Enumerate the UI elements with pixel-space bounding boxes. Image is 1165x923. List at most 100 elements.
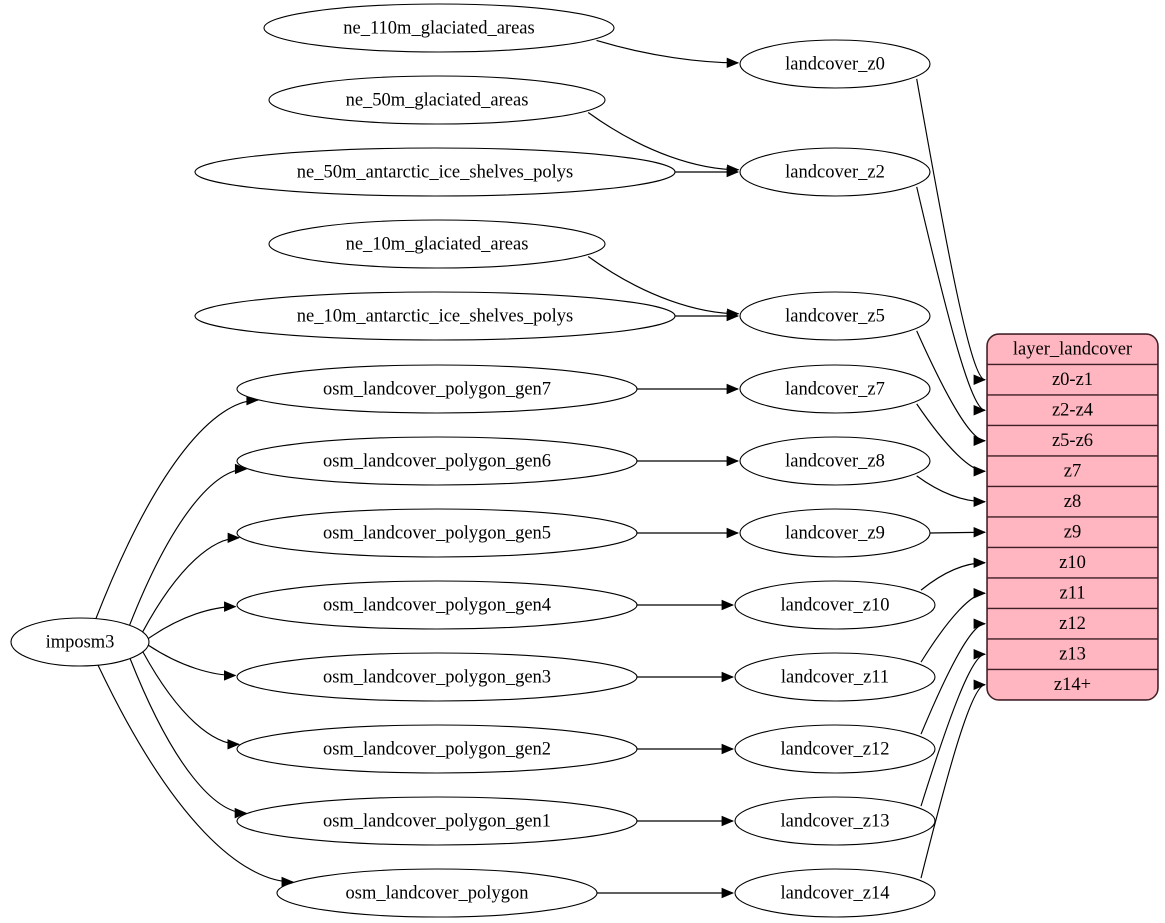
node-ellipse xyxy=(739,147,931,197)
node-label: landcover_z10 xyxy=(781,595,890,615)
arrow-head-icon xyxy=(224,601,237,612)
layer-landcover-table: layer_landcoverz0-z1z2-z4z5-z6z7z8z9z10z… xyxy=(986,333,1159,701)
arrow-head-icon xyxy=(721,671,735,683)
node-ellipse xyxy=(734,724,936,774)
node-label: landcover_z8 xyxy=(785,451,885,471)
edge-imposm3-to-osm_landcover_polygon_gen7 xyxy=(95,394,259,619)
edge-ne_110m_glaciated_areas-to-landcover_z0 xyxy=(596,39,740,69)
arrow-head-icon xyxy=(726,383,740,395)
arrow-head-icon xyxy=(721,599,735,611)
edge-line xyxy=(129,658,247,814)
table-row-z12[interactable] xyxy=(987,607,1158,640)
node-osm_landcover_polygon_gen1[interactable]: osm_landcover_polygon_gen1 xyxy=(236,796,638,846)
table-row-label: z14+ xyxy=(1054,675,1091,695)
node-landcover_z7[interactable]: landcover_z7 xyxy=(739,364,931,414)
node-ellipse xyxy=(236,652,638,702)
node-ellipse xyxy=(739,364,931,414)
node-ne_50m_glaciated_areas[interactable]: ne_50m_glaciated_areas xyxy=(268,75,606,125)
edge-osm_landcover_polygon_gen1-to-landcover_z13 xyxy=(637,815,735,827)
node-imposm3[interactable]: imposm3 xyxy=(10,617,150,667)
edge-line xyxy=(596,39,739,64)
node-ne_110m_glaciated_areas[interactable]: ne_110m_glaciated_areas xyxy=(263,3,615,53)
arrow-head-icon xyxy=(973,405,987,416)
edges-layer xyxy=(95,39,987,899)
node-landcover_z13[interactable]: landcover_z13 xyxy=(734,796,936,846)
node-osm_landcover_polygon_gen6[interactable]: osm_landcover_polygon_gen6 xyxy=(236,436,638,486)
table-row-z10[interactable] xyxy=(987,546,1158,579)
node-landcover_z2[interactable]: landcover_z2 xyxy=(739,147,931,197)
arrow-head-icon xyxy=(973,679,987,690)
node-label: landcover_z7 xyxy=(785,379,885,399)
table-row-label: z13 xyxy=(1059,645,1086,665)
arrow-head-icon xyxy=(973,649,987,660)
table-row-z14+[interactable] xyxy=(987,668,1158,701)
node-ellipse xyxy=(734,652,936,702)
node-landcover_z8[interactable]: landcover_z8 xyxy=(739,436,931,486)
node-landcover_z12[interactable]: landcover_z12 xyxy=(734,724,936,774)
node-osm_landcover_polygon_gen5[interactable]: osm_landcover_polygon_gen5 xyxy=(236,508,638,558)
node-ellipse xyxy=(276,868,598,918)
node-label: landcover_z11 xyxy=(781,667,889,687)
node-label: landcover_z5 xyxy=(785,306,885,326)
table-row-z5-z6[interactable] xyxy=(987,424,1158,457)
node-landcover_z11[interactable]: landcover_z11 xyxy=(734,652,936,702)
table-row-z9[interactable] xyxy=(987,516,1158,549)
node-osm_landcover_polygon_gen7[interactable]: osm_landcover_polygon_gen7 xyxy=(236,364,638,414)
table-row-label: z10 xyxy=(1059,553,1086,573)
node-ellipse xyxy=(268,219,606,269)
arrow-head-icon xyxy=(973,557,987,568)
arrow-head-icon xyxy=(234,807,248,819)
node-ellipse xyxy=(734,796,936,846)
node-ellipse xyxy=(236,796,638,846)
edge-osm_landcover_polygon_gen5-to-landcover_z9 xyxy=(637,527,740,539)
node-label: ne_50m_antarctic_ice_shelves_polys xyxy=(297,162,573,182)
node-ne_10m_glaciated_areas[interactable]: ne_10m_glaciated_areas xyxy=(268,219,606,269)
edge-landcover_z5-to-layer_landcover_z5-z6 xyxy=(916,330,987,446)
edge-ne_50m_antarctic_ice_shelves_polys-to-landcover_z2 xyxy=(674,166,740,178)
edge-imposm3-to-osm_landcover_polygon_gen1 xyxy=(129,658,248,819)
node-osm_landcover_polygon_gen3[interactable]: osm_landcover_polygon_gen3 xyxy=(236,652,638,702)
arrow-head-icon xyxy=(726,527,740,539)
node-osm_landcover_polygon[interactable]: osm_landcover_polygon xyxy=(276,868,598,918)
node-ne_10m_antarctic_ice_shelves_polys[interactable]: ne_10m_antarctic_ice_shelves_polys xyxy=(194,291,676,341)
table-row-z13[interactable] xyxy=(987,638,1158,671)
table-row-z7[interactable] xyxy=(987,455,1158,488)
table-outline xyxy=(986,333,1159,701)
arrow-head-icon xyxy=(224,670,237,681)
arrow-head-icon xyxy=(973,527,987,538)
node-landcover_z9[interactable]: landcover_z9 xyxy=(739,508,931,558)
edge-landcover_z13-to-layer_landcover_z13 xyxy=(920,649,987,807)
node-landcover_z10[interactable]: landcover_z10 xyxy=(734,580,936,630)
node-landcover_z14[interactable]: landcover_z14 xyxy=(734,868,936,918)
node-label: osm_landcover_polygon_gen5 xyxy=(323,523,551,543)
edge-imposm3-to-osm_landcover_polygon xyxy=(97,664,294,888)
table-row-label: z2-z4 xyxy=(1052,401,1093,421)
node-ellipse xyxy=(734,580,936,630)
arrow-head-icon xyxy=(721,743,735,755)
node-label: ne_10m_antarctic_ice_shelves_polys xyxy=(297,306,573,326)
node-landcover_z5[interactable]: landcover_z5 xyxy=(739,291,931,341)
arrow-head-icon xyxy=(234,463,248,475)
edge-landcover_z0-to-layer_landcover_z0-z1 xyxy=(916,78,987,385)
node-label: osm_landcover_polygon_gen1 xyxy=(323,811,551,831)
arrow-head-icon xyxy=(973,374,987,385)
node-ne_50m_antarctic_ice_shelves_polys[interactable]: ne_50m_antarctic_ice_shelves_polys xyxy=(194,147,676,197)
arrow-head-icon xyxy=(726,166,740,178)
node-label: osm_landcover_polygon_gen6 xyxy=(323,451,551,471)
table-row-z2-z4[interactable] xyxy=(987,394,1158,427)
node-label: osm_landcover_polygon_gen2 xyxy=(323,739,551,759)
table-body: layer_landcoverz0-z1z2-z4z5-z6z7z8z9z10z… xyxy=(987,334,1158,700)
edge-line xyxy=(920,684,986,879)
table-row-label: z5-z6 xyxy=(1052,431,1093,451)
node-landcover_z0[interactable]: landcover_z0 xyxy=(739,39,931,89)
edge-landcover_z12-to-layer_landcover_z12 xyxy=(920,618,987,735)
node-osm_landcover_polygon_gen2[interactable]: osm_landcover_polygon_gen2 xyxy=(236,724,638,774)
edge-imposm3-to-osm_landcover_polygon_gen5 xyxy=(142,532,241,633)
edge-line xyxy=(147,606,236,640)
node-osm_landcover_polygon_gen4[interactable]: osm_landcover_polygon_gen4 xyxy=(236,580,638,630)
edge-line xyxy=(916,186,986,411)
arrow-head-icon xyxy=(721,887,735,899)
node-label: landcover_z0 xyxy=(785,54,885,74)
